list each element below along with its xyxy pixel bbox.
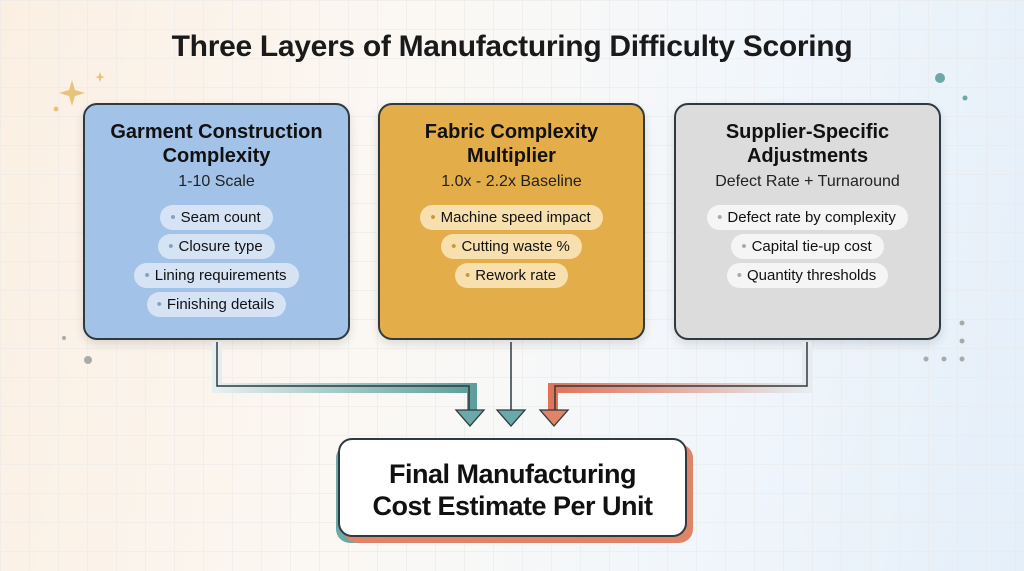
final-cost-estimate-box: Final Manufacturing Cost Estimate Per Un… — [338, 438, 687, 537]
card-garment-construction: Garment Construction Complexity 1-10 Sca… — [83, 103, 350, 340]
card-fabric-complexity: Fabric Complexity Multiplier 1.0x - 2.2x… — [378, 103, 645, 340]
list-item: Cutting waste % — [441, 234, 582, 259]
arrow-head-icon — [495, 409, 527, 427]
arrow-head-icon — [538, 409, 570, 427]
connector-right — [548, 342, 812, 410]
list-item: Finishing details — [146, 292, 287, 317]
list-item: Rework rate — [454, 263, 569, 288]
decorative-dot — [62, 336, 66, 340]
decorative-dot — [962, 95, 968, 101]
decorative-dot — [84, 356, 92, 364]
card-supplier-adjustments: Supplier-Specific Adjustments Defect Rat… — [674, 103, 941, 340]
list-item: Capital tie-up cost — [731, 234, 884, 259]
connector-left-line — [216, 342, 470, 412]
list-item: Closure type — [158, 234, 275, 259]
decorative-dot — [959, 338, 965, 344]
card-title: Garment Construction Complexity — [110, 121, 323, 167]
list-item: Quantity thresholds — [726, 263, 889, 288]
list-item: Seam count — [160, 205, 273, 230]
list-item: Machine speed impact — [420, 205, 603, 230]
card-title: Supplier-Specific Adjustments — [725, 121, 890, 167]
decorative-dot — [959, 356, 965, 362]
arrow-head-icon — [454, 409, 486, 427]
final-line-1: Final Manufacturing — [389, 459, 637, 489]
card-subtitle: 1-10 Scale — [178, 173, 255, 190]
decorative-dot — [935, 73, 945, 83]
final-line-2: Cost Estimate Per Unit — [372, 491, 653, 521]
sparkle-icon — [95, 72, 105, 82]
connector-right-line — [554, 342, 808, 412]
sparkle-icon — [59, 80, 85, 106]
list-item: Defect rate by complexity — [707, 205, 908, 230]
connector-left — [212, 342, 477, 410]
card-title: Fabric Complexity Multiplier — [424, 121, 599, 167]
list-item: Lining requirements — [134, 263, 299, 288]
page-title: Three Layers of Manufacturing Difficulty… — [171, 30, 853, 63]
decorative-dot — [53, 106, 59, 112]
decorative-dot — [923, 356, 929, 362]
decorative-dot — [959, 320, 965, 326]
decorative-dot — [941, 356, 947, 362]
card-subtitle: 1.0x - 2.2x Baseline — [441, 173, 582, 190]
card-subtitle: Defect Rate + Turnaround — [715, 173, 900, 190]
